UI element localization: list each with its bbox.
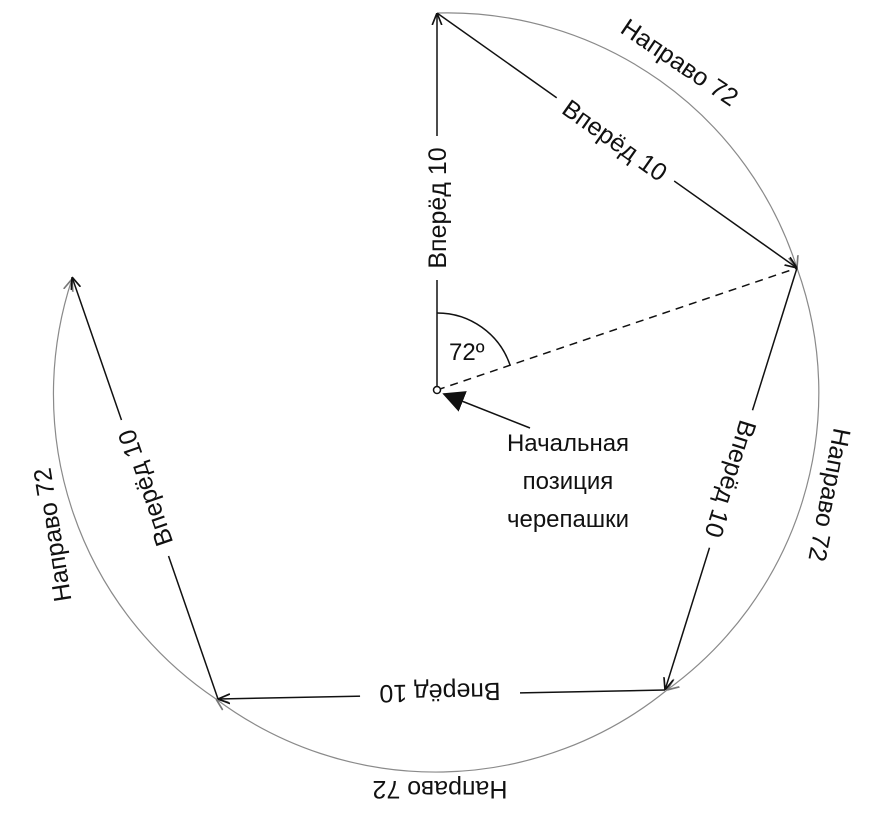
- forward-label-2: Вперёд 10: [557, 94, 672, 187]
- turn-right-label-1: Направо 72: [616, 13, 744, 112]
- start-label-line-2: позиция: [523, 468, 614, 495]
- turn-arc-right: [667, 267, 820, 690]
- turn-arc-bottom: [216, 689, 668, 773]
- turn-right-label-2: Направо 72: [802, 426, 855, 564]
- angle-label: 72º: [449, 339, 485, 366]
- forward-label-4: Вперёд 10: [379, 677, 501, 708]
- angle-arc: [436, 312, 511, 366]
- turn-right-label-4: Направо 72: [29, 466, 78, 604]
- turn-right-label-3: Направо 72: [373, 775, 508, 803]
- start-pointer-arrow: [442, 391, 531, 429]
- forward-label-3: Вперёд 10: [699, 417, 762, 541]
- start-position-dot: [432, 385, 442, 395]
- forward-label-1: Вперёд 10: [424, 147, 452, 268]
- start-label-line-3: черепашки: [507, 506, 629, 533]
- start-label-line-1: Начальная: [507, 430, 629, 457]
- turn-arc-top-right: [437, 12, 797, 268]
- dashed-radius-line: [436, 267, 798, 391]
- turn-arc-left: [52, 279, 217, 700]
